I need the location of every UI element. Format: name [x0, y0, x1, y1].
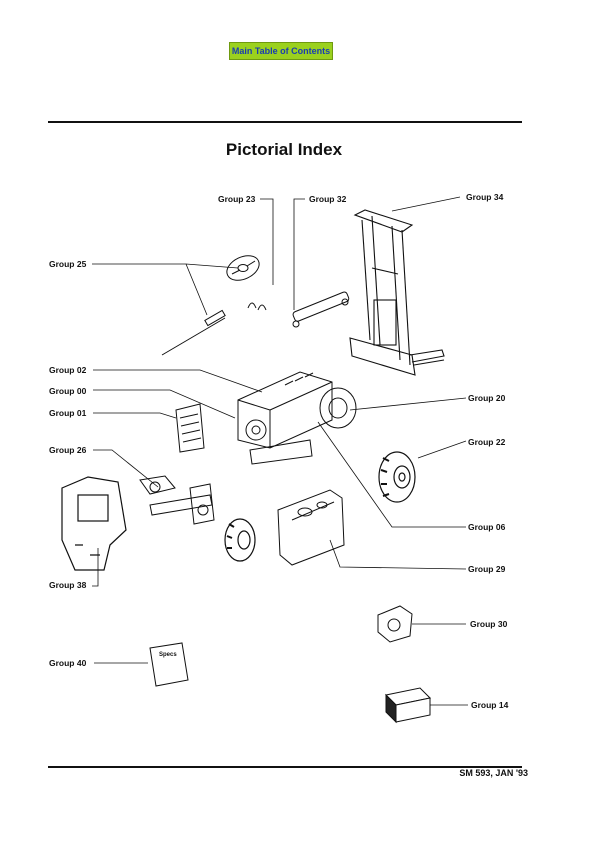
- group-40-label[interactable]: Group 40: [49, 658, 87, 668]
- radiator-illustration: [175, 403, 205, 453]
- decal-kit-illustration: [384, 687, 432, 724]
- specs-doc-label: Specs: [159, 652, 177, 658]
- footer-doc-id: SM 593, JAN '93: [459, 768, 528, 778]
- steer-axle-illustration: [139, 475, 215, 525]
- group-14-label[interactable]: Group 14: [471, 700, 509, 710]
- page-title: Pictorial Index: [225, 140, 343, 159]
- group-25-label[interactable]: Group 25: [49, 259, 87, 269]
- group-23-label[interactable]: Group 23: [218, 194, 256, 204]
- counterweight-illustration: [61, 476, 127, 571]
- wheel-illustration: [378, 451, 416, 503]
- tilt-cylinder-illustration: [292, 291, 350, 328]
- group-01-label[interactable]: Group 01: [49, 408, 87, 418]
- group-22-label[interactable]: Group 22: [468, 437, 506, 447]
- group-20-label[interactable]: Group 20: [468, 393, 506, 403]
- group-00-label[interactable]: Group 00: [49, 386, 87, 396]
- group-26-label[interactable]: Group 26: [49, 445, 87, 455]
- bottom-rule: [48, 766, 522, 768]
- drive-wheel-illustration: [224, 518, 256, 562]
- main-toc-link[interactable]: Main Table of Contents: [229, 42, 333, 60]
- group-30-label[interactable]: Group 30: [470, 619, 508, 629]
- mast-illustration: [349, 209, 445, 376]
- top-rule: [48, 121, 522, 123]
- engine-illustration: [237, 371, 357, 465]
- group-29-label[interactable]: Group 29: [468, 564, 506, 574]
- steering-illustration: [161, 255, 267, 356]
- frame-illustration: [277, 489, 345, 566]
- group-34-label[interactable]: Group 34: [466, 192, 504, 202]
- specs-document-illustration: [149, 642, 189, 687]
- group-02-label[interactable]: Group 02: [49, 365, 87, 375]
- group-38-label[interactable]: Group 38: [49, 580, 87, 590]
- group-06-label[interactable]: Group 06: [468, 522, 506, 532]
- group-32-label[interactable]: Group 32: [309, 194, 347, 204]
- pump-illustration: [377, 605, 413, 643]
